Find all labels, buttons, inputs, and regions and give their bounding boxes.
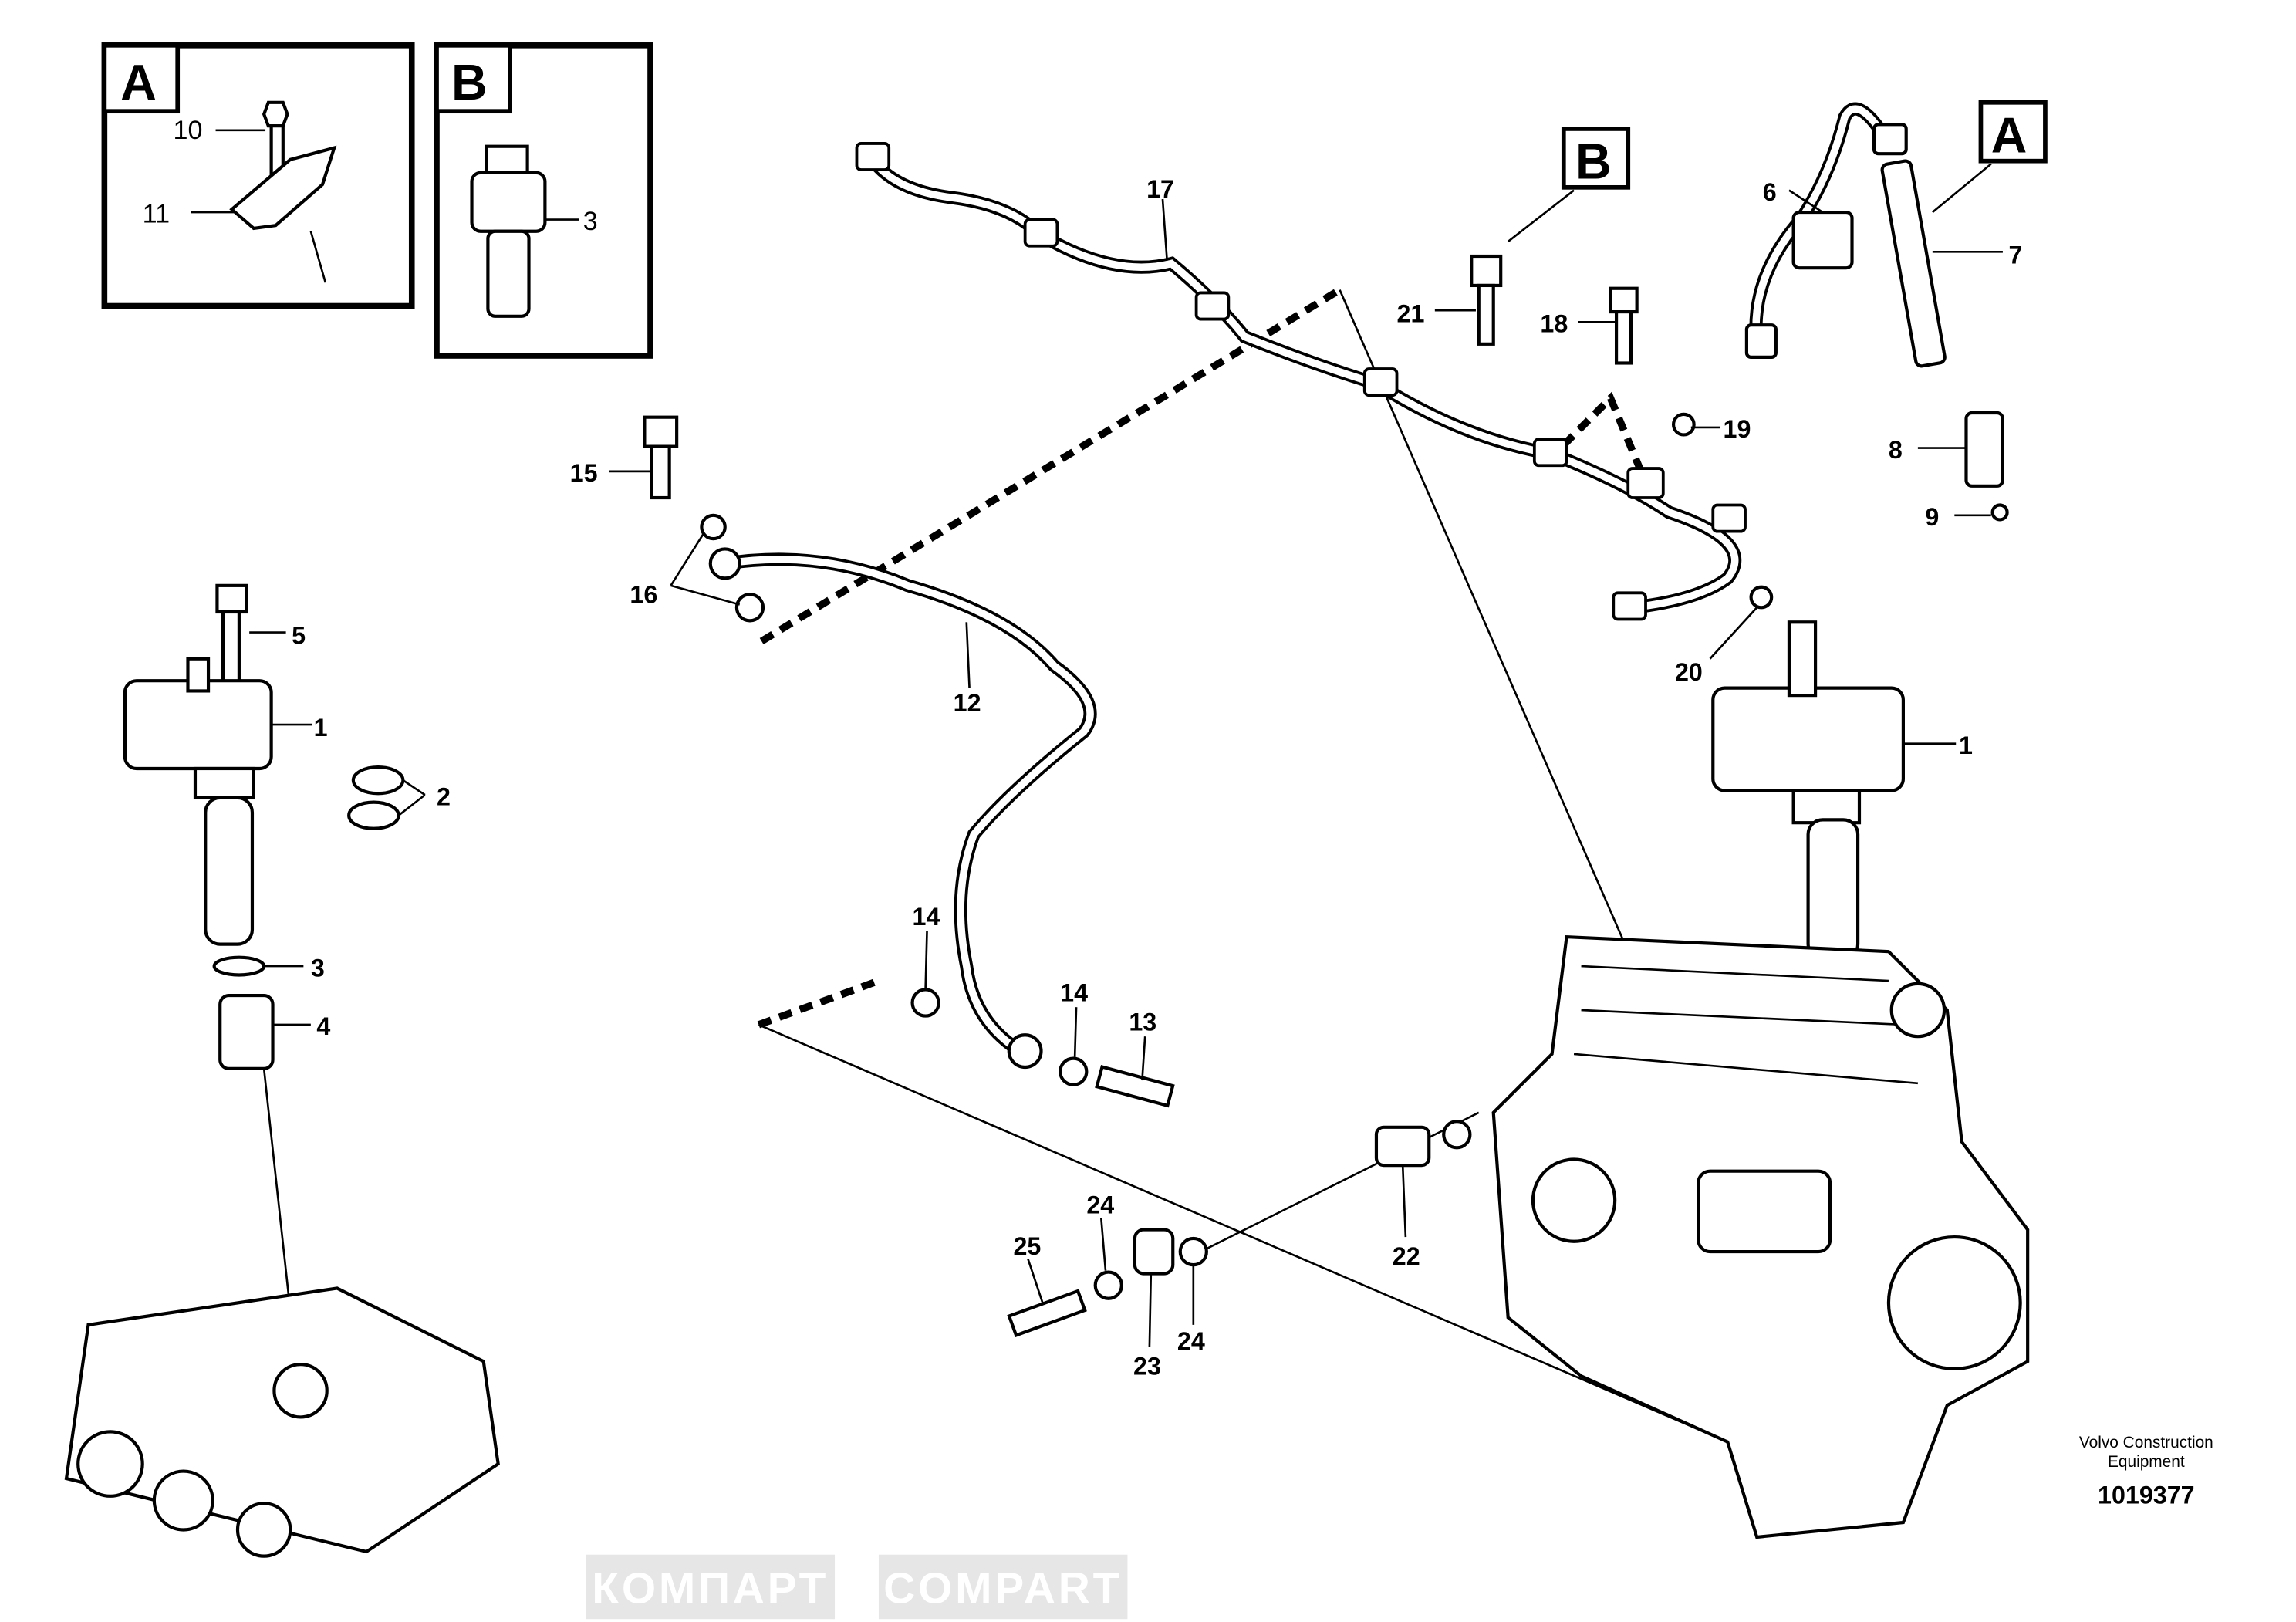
watermark-text: COMPART [883,1563,1123,1613]
callout-17: 17 [1146,175,1174,203]
watermark-tile [586,1554,836,1620]
engine-block [1491,934,2030,1539]
callout-18: 18 [1540,310,1568,338]
callout-10: 10 [174,116,203,145]
inset-b: B 3 [434,42,653,359]
watermark-text: КОМПАРТ [592,1563,829,1613]
callout-3: 3 [311,954,325,982]
callout-7: 7 [2009,241,2023,269]
callout-1-right: 1 [1959,732,1973,759]
callout-12: 12 [954,689,981,717]
callout-11: 11 [143,199,170,228]
callout-24-b: 24 [1177,1327,1205,1355]
callout-9: 9 [1925,503,1939,531]
footer-line-1: Volvo Construction [2079,1434,2213,1451]
callout-24-a: 24 [1086,1191,1114,1219]
inset-a: A 10 11 [101,42,415,309]
view-marker-a: A [1932,100,2048,214]
inset-b-letter: B [451,55,488,110]
drawing-number: 1019377 [2098,1481,2195,1509]
callout-3-inset: 3 [583,207,598,236]
callout-1-left: 1 [314,714,328,742]
footer-line-2: Equipment [2108,1453,2185,1471]
svg-text:A: A [1991,107,2028,163]
unit-injector-left [123,657,405,1070]
svg-text:B: B [1575,133,1612,189]
inset-a-letter: A [120,55,157,110]
callout-16: 16 [630,581,657,609]
callout-8: 8 [1889,436,1903,464]
callout-25: 25 [1013,1232,1041,1260]
callout-15: 15 [570,459,598,487]
callout-21: 21 [1397,299,1425,327]
callout-6: 6 [1763,178,1777,206]
callout-20: 20 [1675,658,1703,686]
watermark-tile [878,1554,1128,1620]
callout-5: 5 [292,622,306,650]
callout-4: 4 [316,1012,330,1040]
callout-23: 23 [1133,1352,1161,1380]
watermark-layer: КОМПАРТ COMPART [586,1554,1128,1620]
unit-injector-right [1711,620,1905,961]
view-marker-b: B [1507,127,1631,243]
callout-14-b: 14 [1060,979,1088,1007]
callout-2: 2 [437,782,451,810]
callout-14-a: 14 [913,903,940,931]
callout-13: 13 [1129,1009,1156,1036]
callout-22: 22 [1393,1242,1420,1270]
callout-19: 19 [1724,415,1751,443]
